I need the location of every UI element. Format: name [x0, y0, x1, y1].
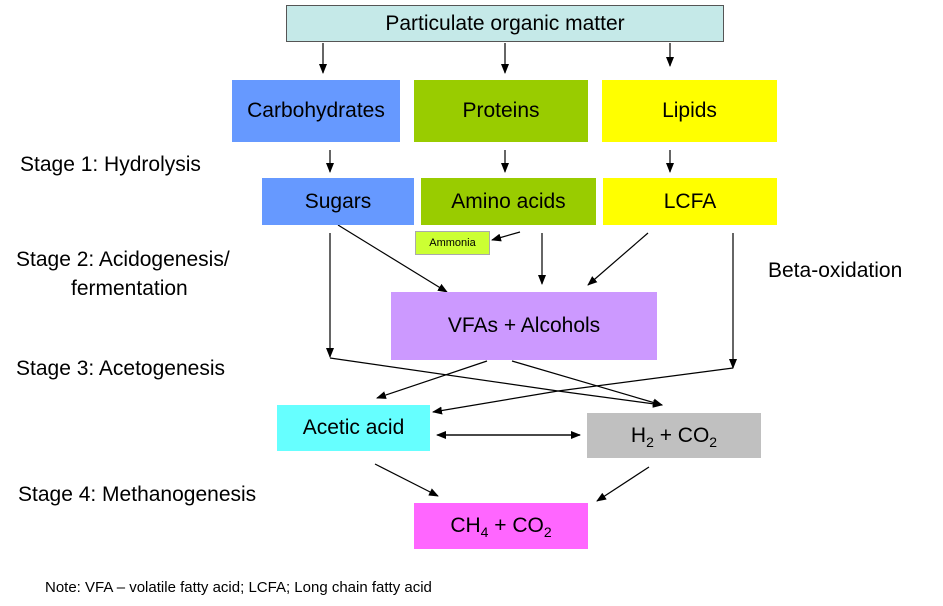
node-proteins-label: Proteins: [462, 99, 540, 122]
beta-oxidation-label: Beta-oxidation: [768, 259, 903, 282]
stage-4-label: Stage 4: Methanogenesis: [18, 483, 257, 506]
arrow-vfas-h2co2: [511, 360, 663, 407]
arrow-sugars-vfas: [337, 224, 448, 293]
node-carbohydrates-label: Carbohydrates: [247, 99, 385, 122]
node-h2-co2: H2 + CO2: [587, 413, 761, 458]
node-particulate-organic-matter: Particulate organic matter: [286, 5, 724, 42]
node-sugars: Sugars: [262, 178, 414, 225]
node-lipids-label: Lipids: [662, 99, 717, 122]
stage-3-label: Stage 3: Acetogenesis: [16, 357, 225, 380]
node-acetic-acid: Acetic acid: [277, 405, 430, 451]
footnote: Note: VFA – volatile fatty acid; LCFA; L…: [45, 579, 432, 596]
node-acetic-acid-label: Acetic acid: [302, 416, 405, 439]
node-ch4-co2-label: CH4 + CO2: [450, 514, 552, 540]
node-ammonia-label: Ammonia: [429, 237, 476, 249]
arrow-acetic-ch4: [374, 463, 439, 497]
stage-1-label: Stage 1: Hydrolysis: [20, 153, 201, 176]
node-lipids: Lipids: [602, 80, 777, 142]
node-ammonia: Ammonia: [415, 231, 490, 255]
node-lcfa: LCFA: [603, 178, 777, 225]
arrow-vfas-acetic: [376, 360, 488, 399]
node-carbohydrates: Carbohydrates: [232, 80, 400, 142]
arrow-lcfa-acetic: [432, 367, 734, 415]
arrow-lcfa-vfas: [587, 232, 649, 286]
node-proteins: Proteins: [414, 80, 588, 142]
node-sugars-label: Sugars: [304, 189, 372, 213]
node-vfas-alcohols-label: VFAs + Alcohols: [447, 314, 601, 337]
node-vfas-alcohols: VFAs + Alcohols: [391, 292, 657, 360]
arrow-h2co2-ch4: [596, 466, 650, 502]
stage-2-label-line1: Stage 2: Acidogenesis/: [16, 248, 230, 271]
node-amino-acids: Amino acids: [421, 178, 596, 225]
node-amino-acids-label: Amino acids: [451, 189, 566, 213]
node-lcfa-label: LCFA: [663, 189, 717, 213]
arrow-sugars-h2co2: [329, 357, 663, 408]
node-ch4-co2: CH4 + CO2: [414, 503, 588, 549]
stage-2-label-line2: fermentation: [71, 277, 188, 300]
node-h2-co2-label: H2 + CO2: [630, 423, 718, 450]
arrow-aminoacids-ammonia: [491, 231, 521, 242]
node-particulate-organic-matter-label: Particulate organic matter: [385, 11, 625, 35]
